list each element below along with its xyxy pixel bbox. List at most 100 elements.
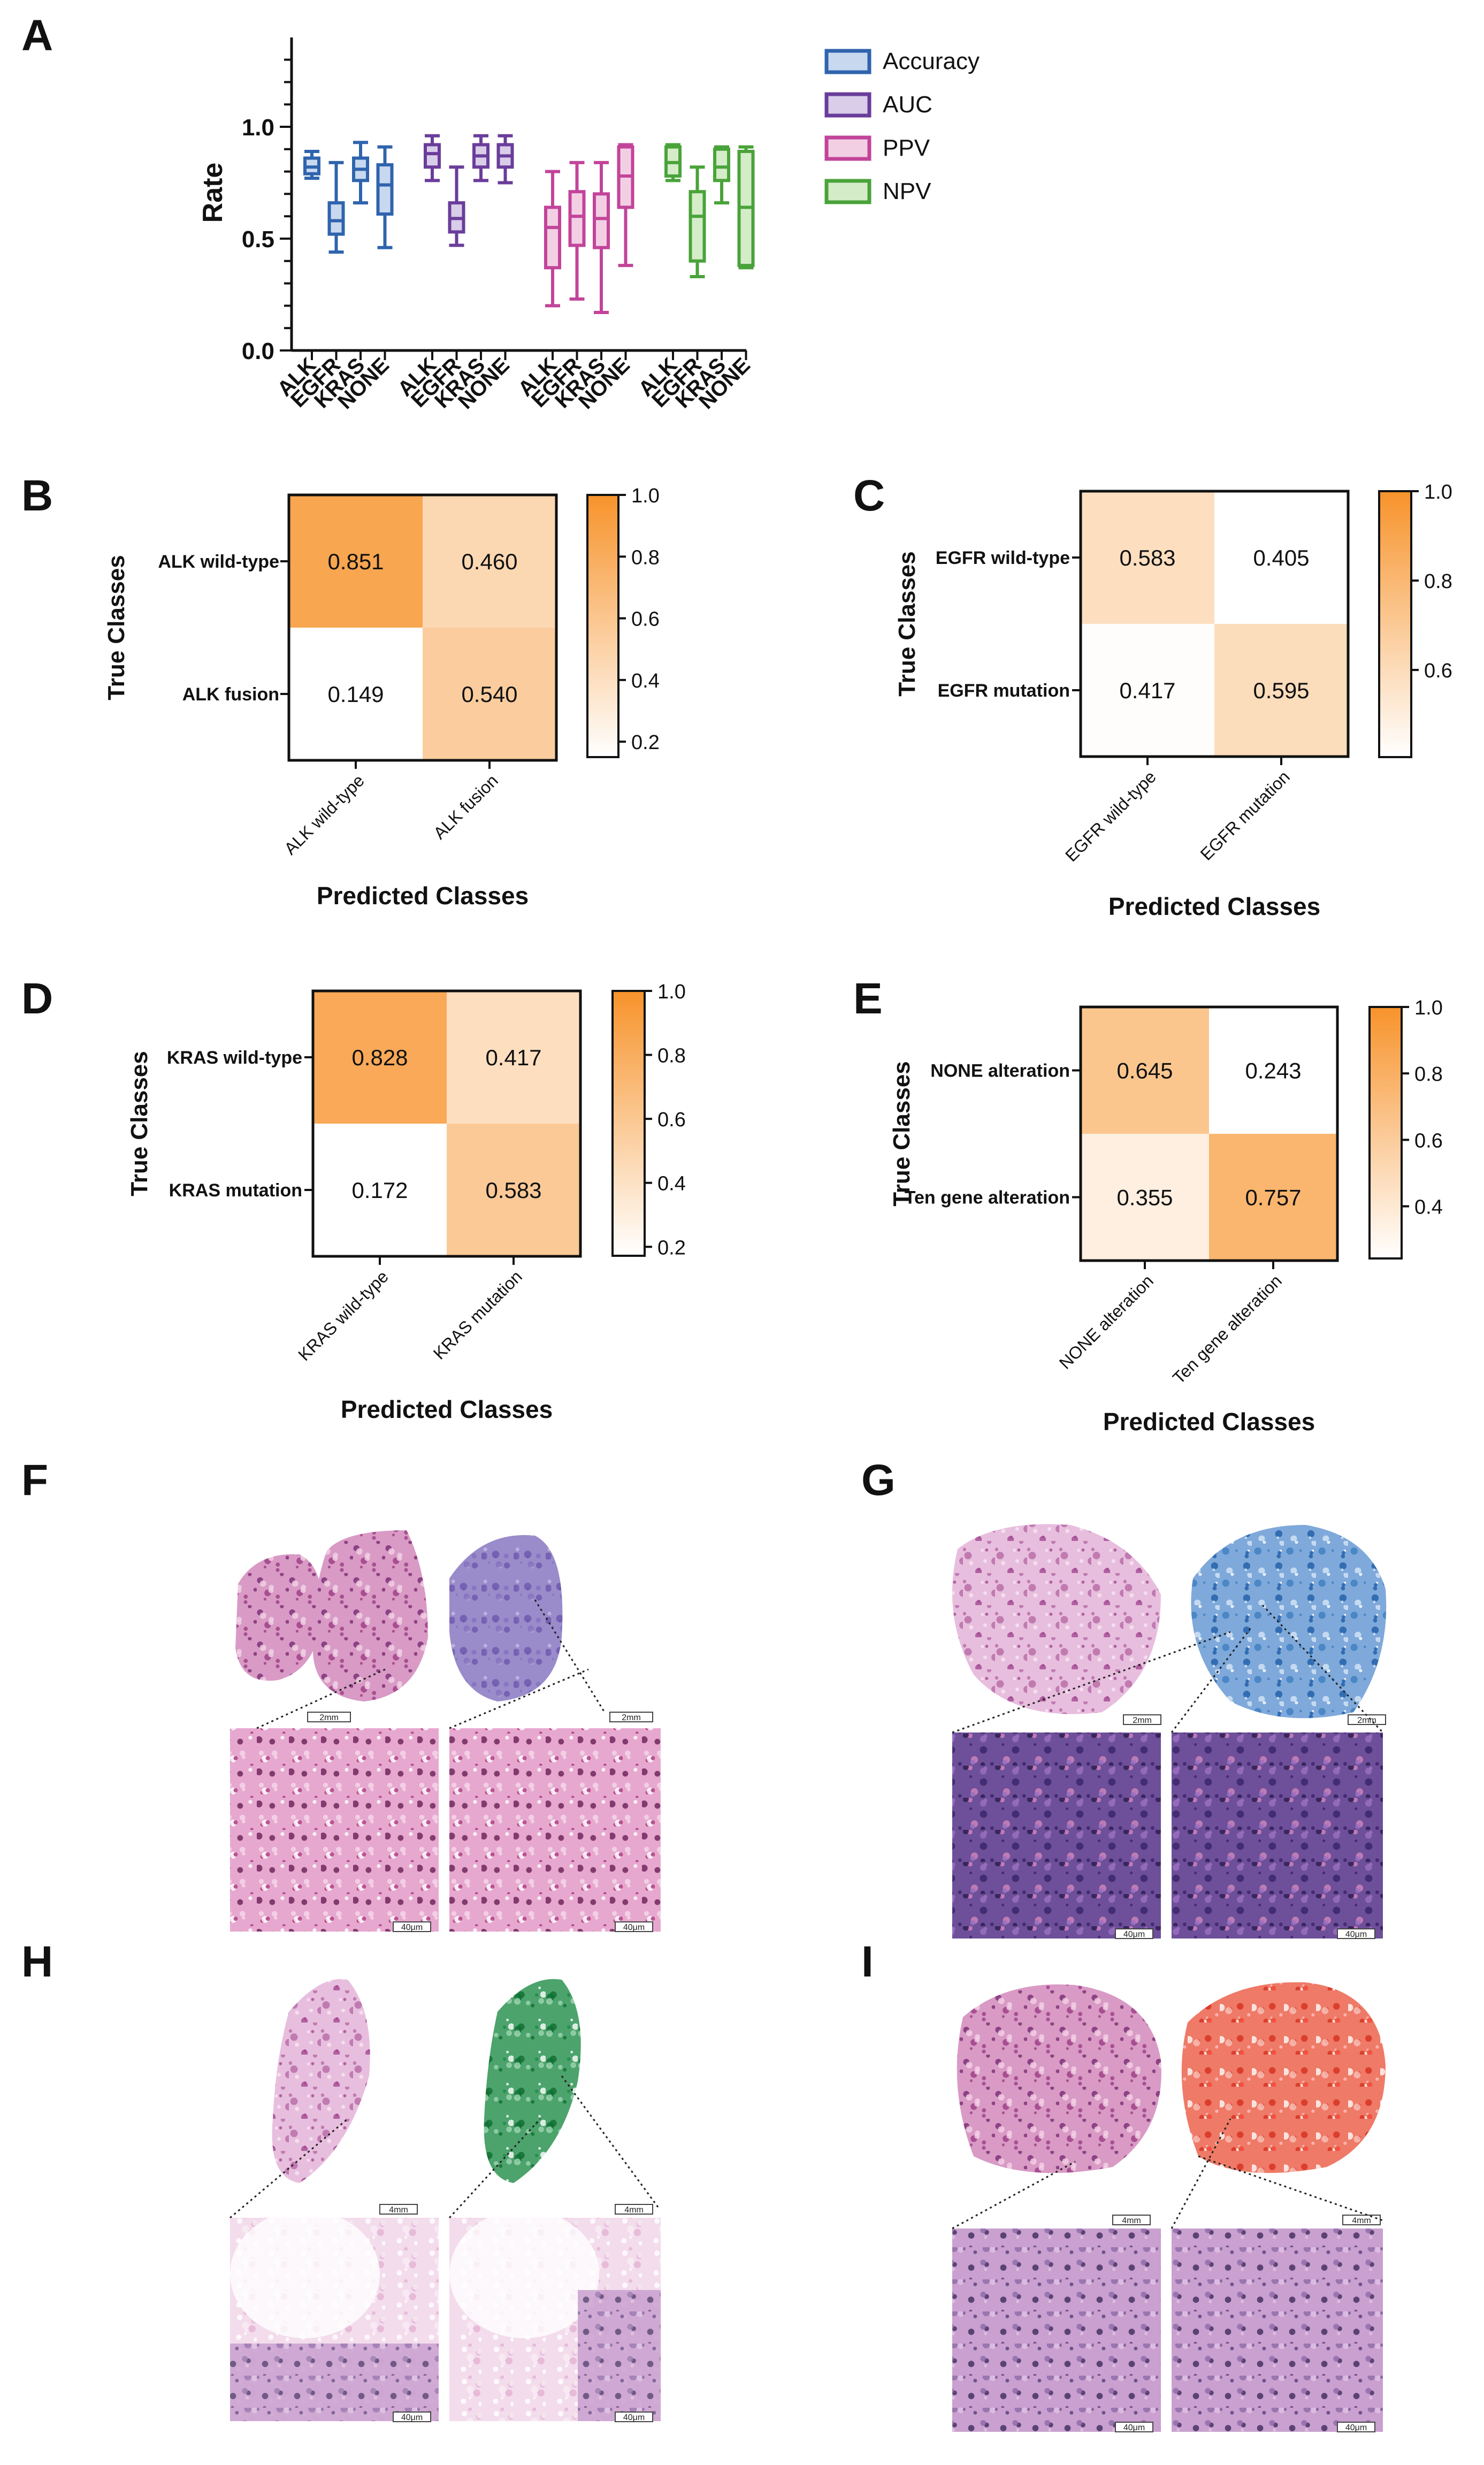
scale-bar — [615, 2411, 653, 2422]
zoom-image — [449, 1728, 661, 1932]
panel-label-e: E — [853, 974, 883, 1023]
x-axis-title: Predicted Classes — [1103, 1408, 1315, 1436]
colorbar — [611, 990, 646, 1257]
y-tick-label: 0.5 — [242, 226, 274, 253]
scale-bar-label: 4mm — [1352, 2216, 1371, 2225]
cell-value: 0.540 — [461, 682, 517, 707]
legend-swatch — [824, 135, 871, 161]
scale-bar — [609, 1712, 653, 1722]
col-label: KRAS mutation — [430, 1266, 526, 1363]
cell-value: 0.405 — [1253, 545, 1309, 570]
panel-label-f: F — [21, 1456, 49, 1505]
legend-swatch — [824, 179, 871, 204]
cell-value: 0.828 — [351, 1045, 408, 1070]
scale-bar-label: 2mm — [319, 1713, 339, 1722]
scale-bar — [1123, 1714, 1161, 1725]
heatmap-cell — [1214, 624, 1348, 757]
heatmap-cell — [313, 991, 447, 1124]
heatmap-cell — [1081, 1007, 1209, 1134]
zoom-guide-line — [952, 2161, 1076, 2230]
colorbar — [586, 494, 619, 758]
scale-bar-label: 4mm — [624, 2205, 644, 2215]
row-label: EGFR wild-type — [936, 548, 1070, 568]
zoom-image — [230, 1728, 439, 1932]
colorbar-tick-label: 0.6 — [1414, 1130, 1443, 1152]
legend-label: PPV — [883, 135, 930, 161]
zoom-cells — [230, 2344, 439, 2421]
zoom-image — [952, 2229, 1161, 2432]
scale-bar-label: 40μm — [623, 1923, 645, 1932]
legend-label: AUC — [883, 91, 932, 118]
cell-value: 0.595 — [1253, 678, 1309, 703]
scale-bar-label: 40μm — [1345, 2423, 1367, 2432]
box-iqr — [327, 201, 345, 236]
cell-value: 0.583 — [1119, 545, 1175, 570]
tissue-core — [272, 1979, 370, 2183]
zoom-image — [230, 2218, 439, 2421]
scale-bar — [615, 2204, 653, 2215]
box-iqr — [568, 190, 586, 247]
scale-bar-label: 40μm — [1123, 2423, 1145, 2432]
box-iqr — [689, 190, 706, 263]
colorbar-tick-label: 0.4 — [631, 670, 660, 692]
heatmap-cell — [1081, 1134, 1209, 1261]
scale-bar-label: 40μm — [1345, 1930, 1367, 1939]
panel-label-h: H — [21, 1937, 53, 1986]
scale-bar — [393, 1921, 431, 1932]
y-axis-title: True Classes — [126, 1051, 152, 1196]
cell-value: 0.583 — [485, 1178, 541, 1203]
zoom-guide-line — [256, 1668, 386, 1729]
box-iqr — [376, 163, 394, 216]
scale-bar — [1112, 2215, 1151, 2225]
cell-value: 0.172 — [351, 1178, 408, 1203]
zoom-vacuole — [230, 2210, 380, 2338]
heatmap-frame — [311, 989, 582, 1258]
heatmap-cell — [1214, 491, 1348, 624]
x-axis-title: Predicted Classes — [1108, 892, 1320, 920]
scale-bar — [1342, 2215, 1381, 2225]
row-label: NONE alteration — [930, 1061, 1070, 1081]
panel-label-a: A — [21, 11, 53, 60]
zoom-guide-line — [1171, 2118, 1231, 2229]
colorbar-tick-label: 0.6 — [657, 1109, 686, 1131]
cell-value: 0.645 — [1116, 1058, 1173, 1083]
colorbar-tick-label: 1.0 — [631, 485, 660, 507]
panel-label-d: D — [21, 974, 53, 1023]
col-label: ALK fusion — [430, 770, 502, 843]
scale-bar-label: 4mm — [389, 2205, 408, 2215]
col-label: EGFR wild-type — [1061, 767, 1160, 865]
scale-bar — [393, 2411, 431, 2422]
box-iqr — [424, 143, 441, 169]
heatmap-cell — [1209, 1007, 1337, 1134]
colorbar-tick-label: 0.8 — [657, 1045, 686, 1067]
y-axis-title: True Classes — [894, 551, 920, 697]
zoom-guide-line — [448, 2118, 541, 2219]
scale-bar — [1337, 1928, 1375, 1939]
row-label: Ten gene alteration — [905, 1188, 1070, 1208]
col-label: KRAS wild-type — [294, 1266, 392, 1364]
zoom-image — [1172, 2229, 1383, 2432]
row-label: ALK fusion — [182, 684, 279, 705]
heatmap-cell — [447, 1124, 580, 1256]
scale-bar — [615, 1921, 653, 1932]
col-label: NONE alteration — [1055, 1271, 1157, 1372]
x-axis-title: Predicted Classes — [317, 882, 529, 910]
scale-bar-label: 40μm — [401, 1923, 423, 1932]
colorbar-tick-label: 1.0 — [1424, 481, 1452, 503]
heatmap-overlay — [1181, 1982, 1386, 2173]
scale-bar — [1115, 2422, 1153, 2432]
heatmap-cell — [423, 628, 556, 760]
heatmap-cell — [1081, 624, 1214, 757]
box-iqr — [544, 205, 561, 270]
col-label: ALK wild-type — [280, 770, 368, 858]
cell-value: 0.149 — [327, 682, 384, 707]
x-axis-title: Predicted Classes — [341, 1395, 553, 1423]
heatmap-cell — [289, 628, 423, 760]
scale-bar-label: 40μm — [1123, 1930, 1145, 1939]
zoom-guide-line — [449, 1668, 589, 1729]
scale-bar-label: 2mm — [1133, 1716, 1152, 1725]
y-axis-title: True Classes — [889, 1061, 915, 1207]
heatmap-cell — [423, 495, 556, 628]
colorbar-tick-label: 0.2 — [657, 1237, 686, 1259]
tissue-core — [235, 1554, 322, 1681]
